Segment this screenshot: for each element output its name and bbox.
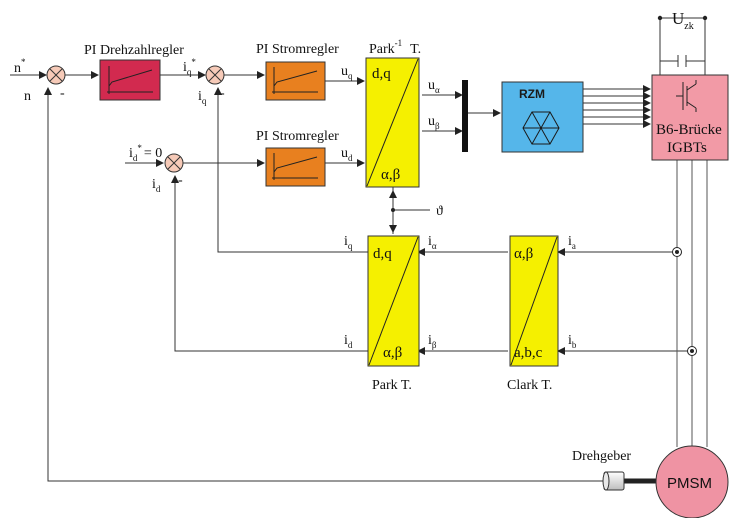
park-title: Park T. — [372, 378, 412, 393]
park-inverse-block — [365, 57, 420, 188]
motor-icon — [655, 445, 729, 518]
minus-id: - — [178, 173, 183, 188]
summing-junction-speed — [46, 65, 66, 85]
theta-label: ϑ — [436, 204, 443, 219]
ibeta-label: iβ — [428, 333, 437, 350]
minus-speed: - — [60, 86, 65, 101]
ualpha-label: uα — [428, 78, 440, 95]
id-ref-label: id*= 0 — [129, 143, 162, 163]
summing-junction-iq — [205, 65, 225, 85]
wire-iq-feedback — [214, 87, 368, 253]
park-id-label: id — [344, 333, 353, 350]
speed-controller — [99, 59, 161, 101]
signal-lines — [10, 17, 708, 482]
encoder-icon — [602, 471, 656, 491]
wire-id-feedback — [171, 175, 368, 352]
current-controller-d — [265, 147, 326, 187]
wire-n-feedback — [44, 87, 603, 482]
rzm-block — [501, 81, 584, 153]
igbt-icon — [676, 80, 697, 112]
speed-controller-title: PI Drehzahlregler — [84, 43, 184, 58]
encoder-label: Drehgeber — [572, 449, 631, 464]
ib-label: ib — [568, 333, 577, 350]
clark-block — [509, 235, 559, 367]
minus-iq: - — [220, 86, 225, 101]
ia-label: ia — [568, 234, 576, 251]
inverter-label-1: B6-Brücke — [656, 122, 722, 138]
inverter-label-2: IGBTs — [667, 140, 707, 156]
ialpha-label: iα — [428, 234, 437, 251]
park-inv-ab-label: α,β — [381, 167, 400, 183]
vector-bus — [462, 80, 468, 152]
hexagon-icon — [522, 111, 560, 145]
iq-ref-label: iq* — [183, 57, 196, 77]
ud-label: ud — [341, 146, 353, 163]
clark-title: Clark T. — [507, 378, 552, 393]
ubeta-label: uβ — [428, 114, 440, 131]
dc-link — [659, 17, 706, 75]
current-controller-q-title: PI Stromregler — [256, 42, 339, 57]
current-sensors — [391, 208, 697, 356]
summing-junction-id — [164, 153, 184, 173]
park-dq-label: d,q — [373, 246, 392, 262]
uq-label: uq — [341, 64, 353, 81]
theta-junction — [391, 208, 395, 212]
n-feedback-label: n — [24, 89, 31, 104]
n-ref-label: n* — [14, 57, 26, 76]
clark-abc-label: a,b,c — [514, 345, 543, 361]
park-ab-label: α,β — [383, 345, 402, 361]
dc-link-capacitor — [657, 15, 708, 67]
park-iq-label: iq — [344, 234, 353, 251]
park-block — [367, 235, 420, 367]
rzm-label: RZM — [519, 87, 545, 101]
motor-label: PMSM — [667, 475, 712, 492]
park-inv-dq-label: d,q — [372, 66, 391, 82]
current-controller-d-title: PI Stromregler — [256, 129, 339, 144]
udc-label: Uzk — [672, 9, 694, 32]
inverter-block — [651, 74, 729, 161]
iq-feedback-label: iq — [198, 89, 207, 106]
clark-ab-label: α,β — [514, 246, 533, 262]
current-controller-q — [265, 61, 326, 101]
id-feedback-label: id — [152, 177, 161, 194]
